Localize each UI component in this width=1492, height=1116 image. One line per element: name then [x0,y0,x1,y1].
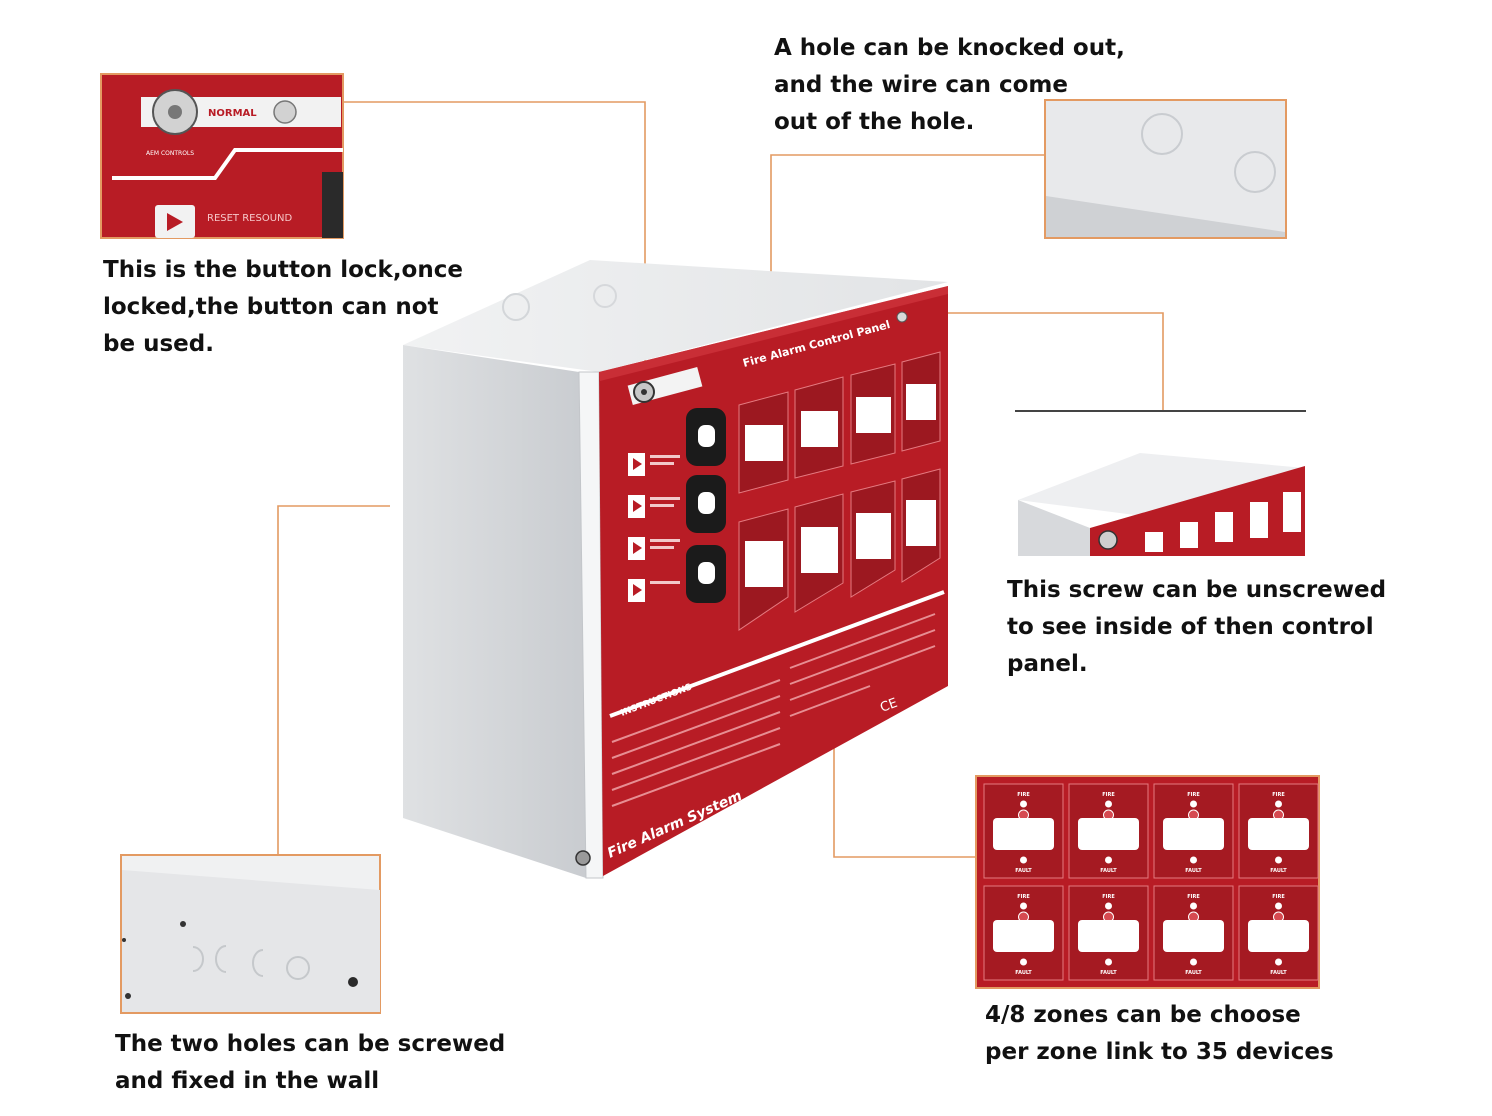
zone-cell: FIRE FAULT [1068,783,1149,879]
zone-cell: FIRE FAULT [1238,783,1319,879]
fault-led [1275,958,1282,966]
zone-fire-label: FIRE [1187,894,1200,900]
zone-cell: FIRE FAULT [983,885,1064,981]
key-sublabel: AEM CONTROLS [146,150,194,157]
leader-wall-holes [277,505,390,855]
zone-fault-label: FAULT [1270,970,1287,976]
zone-fault-label: FAULT [1270,868,1287,874]
ce-mark: CE [878,696,899,716]
caption-screw: This screw can be unscrewed to see insid… [1007,577,1387,677]
zone-label-card [1163,920,1224,952]
zone-fault-label: FAULT [1100,868,1117,874]
fire-led [1275,800,1282,808]
zone-cell: FIRE FAULT [983,783,1064,879]
zone-fault-label: FAULT [1015,970,1032,976]
zone-fire-label: FIRE [1272,894,1285,900]
zone-fire-label: FIRE [1017,894,1030,900]
detail-button-lock: NORMAL AEM CONTROLS RESET RESOUND [100,73,344,239]
zone-fire-label: FIRE [1102,894,1115,900]
instructions-text [611,613,936,807]
screw-icon [896,311,908,323]
reset-label: RESET RESOUND [207,213,293,224]
zone-label-card [1078,920,1139,952]
fault-led [1020,856,1027,864]
leader-screw [902,312,1164,410]
zone-fire-label: FIRE [1102,792,1115,798]
detail-wall-holes [120,854,381,1014]
enclosure-side [403,345,586,878]
fault-led [1020,958,1027,966]
control-buttons[interactable] [628,453,645,602]
fire-led [1020,902,1027,910]
caption-zones: 4/8 zones can be choose per zone link to… [985,1002,1334,1065]
zone-label-card [1248,818,1309,850]
fire-alarm-panel: Fire Alarm Control Panel [403,260,948,879]
enclosure-top [403,260,948,372]
detail-zones: FIREFAULTFIREFAULTFIREFAULTFIREFAULTFIRE… [975,775,1320,989]
fault-led [1190,856,1197,864]
fire-led [1020,800,1027,808]
zone-cell: FIRE FAULT [1153,783,1234,879]
key-label: NORMAL [208,108,257,119]
leader-knockout-hole [770,154,1045,272]
detail-knockout-hole [1044,99,1287,239]
zone-label-card [993,818,1054,850]
caption-button-lock: This is the button lock,once locked,the … [103,257,463,357]
zone-label-card [1078,818,1139,850]
zone-fire-label: FIRE [1017,792,1030,798]
zone-fault-label: FAULT [1185,970,1202,976]
zone-label-card [993,920,1054,952]
detail-screw [1015,410,1306,556]
status-indicators [686,408,726,603]
zone-label-card [1163,818,1224,850]
zone-cell: FIRE FAULT [1153,885,1234,981]
fire-led [1105,800,1112,808]
fault-led [1105,958,1112,966]
zone-cell: FIRE FAULT [1238,885,1319,981]
fault-led [1190,958,1197,966]
zone-fire-label: FIRE [1187,792,1200,798]
fire-led [1105,902,1112,910]
zone-fault-label: FAULT [1015,868,1032,874]
panel-zone-grid [738,351,941,631]
key-lock-icon[interactable] [627,367,703,405]
zone-cell: FIRE FAULT [1068,885,1149,981]
fire-led [1190,902,1197,910]
caption-knockout-hole: A hole can be knocked out, and the wire … [774,35,1125,135]
fire-led [1190,800,1197,808]
fire-led [1275,902,1282,910]
caption-wall-holes: The two holes can be screwed and fixed i… [115,1031,506,1094]
zone-label-card [1248,920,1309,952]
fault-led [1275,856,1282,864]
bottom-screw-icon [575,850,591,866]
zone-fault-label: FAULT [1185,868,1202,874]
zone-fault-label: FAULT [1100,970,1117,976]
zone-fire-label: FIRE [1272,792,1285,798]
knockout-hole-icon [502,293,530,321]
fault-led [1105,856,1112,864]
